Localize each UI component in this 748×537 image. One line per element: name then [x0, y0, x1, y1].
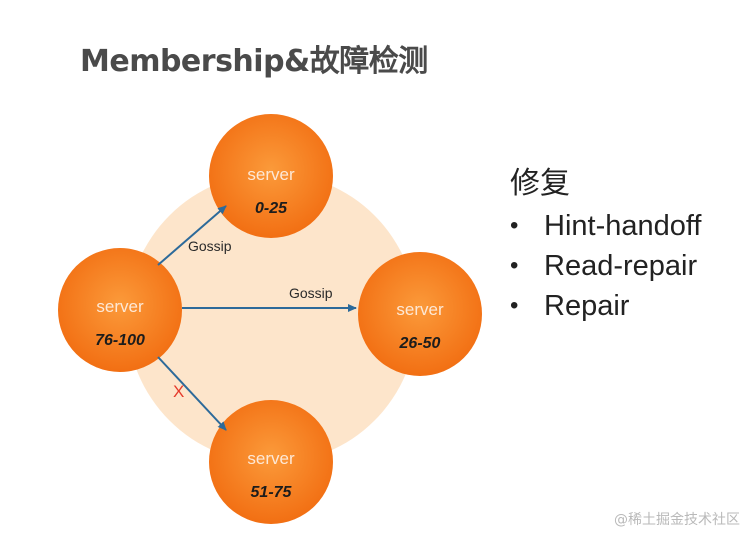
server-node-bottom: server 51-75	[209, 400, 333, 524]
repair-item-label: Hint-handoff	[544, 210, 702, 242]
server-node-top: server 0-25	[209, 114, 333, 238]
server-label: server	[247, 165, 295, 184]
server-range: 76-100	[95, 332, 145, 349]
gossip-edge-top: Gossip	[157, 205, 232, 266]
repair-item-label: Repair	[544, 290, 630, 322]
watermark: @稀土掘金技术社区	[614, 512, 740, 528]
server-label: server	[247, 449, 295, 468]
repair-title: 修复	[510, 166, 570, 201]
gossip-edge-right: Gossip	[182, 285, 357, 312]
ring-circle	[127, 173, 417, 463]
list-item: • Hint-handoff	[510, 206, 701, 246]
repair-item-label: Read-repair	[544, 250, 698, 282]
bullet-icon: •	[510, 252, 519, 279]
list-item: • Repair	[510, 286, 701, 326]
gossip-label: Gossip	[188, 238, 232, 254]
server-range: 26-50	[399, 335, 441, 352]
server-range: 51-75	[251, 484, 293, 501]
repair-list: • Hint-handoff • Read-repair • Repair	[510, 206, 701, 326]
bullet-icon: •	[510, 212, 519, 239]
server-range: 0-25	[255, 200, 288, 217]
gossip-label: Gossip	[289, 285, 333, 301]
server-label: server	[396, 300, 444, 319]
failed-edge-bottom: X	[157, 356, 227, 431]
server-label: server	[96, 297, 144, 316]
bullet-icon: •	[510, 292, 519, 319]
server-node-right: server 26-50	[358, 252, 482, 376]
page-title: Membership&故障检测	[80, 44, 428, 79]
repair-panel: 修复 • Hint-handoff • Read-repair • Repair	[510, 158, 701, 326]
list-item: • Read-repair	[510, 246, 701, 286]
server-node-left: server 76-100	[58, 248, 182, 372]
fail-mark: X	[173, 382, 184, 401]
